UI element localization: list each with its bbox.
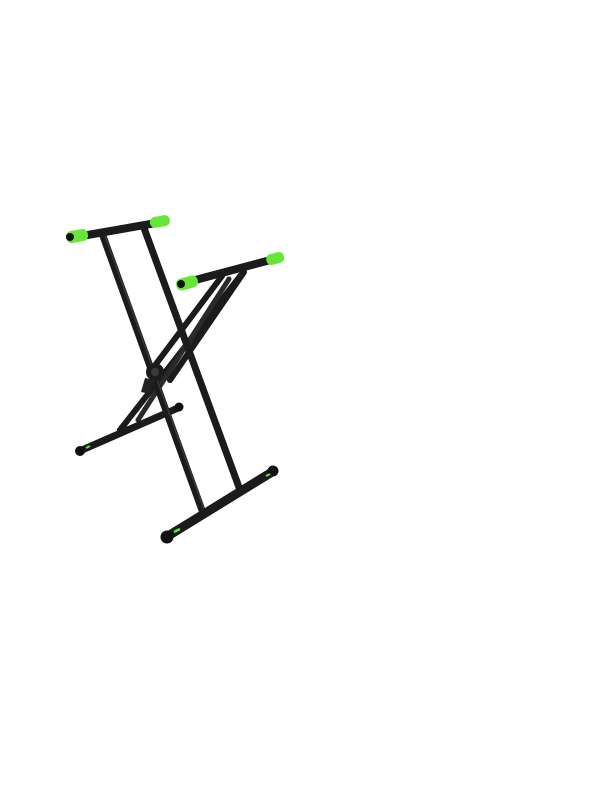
upper-arm-right bbox=[175, 251, 285, 291]
front-foot-bar bbox=[160, 465, 279, 544]
front-foot-cap-left bbox=[160, 530, 174, 544]
front-foot-cap-right bbox=[267, 465, 279, 477]
arm-right-end-cap-green-right bbox=[266, 251, 285, 266]
rear-foot-cap-right bbox=[174, 402, 184, 412]
arm-left-end-cap-green-right bbox=[149, 215, 170, 228]
rear-foot-bar bbox=[75, 402, 184, 456]
rear-foot-cap-left bbox=[75, 446, 85, 456]
pivot-lock-knob bbox=[141, 363, 164, 394]
upper-arm-left bbox=[65, 215, 170, 244]
rear-leg-upper bbox=[147, 269, 247, 383]
